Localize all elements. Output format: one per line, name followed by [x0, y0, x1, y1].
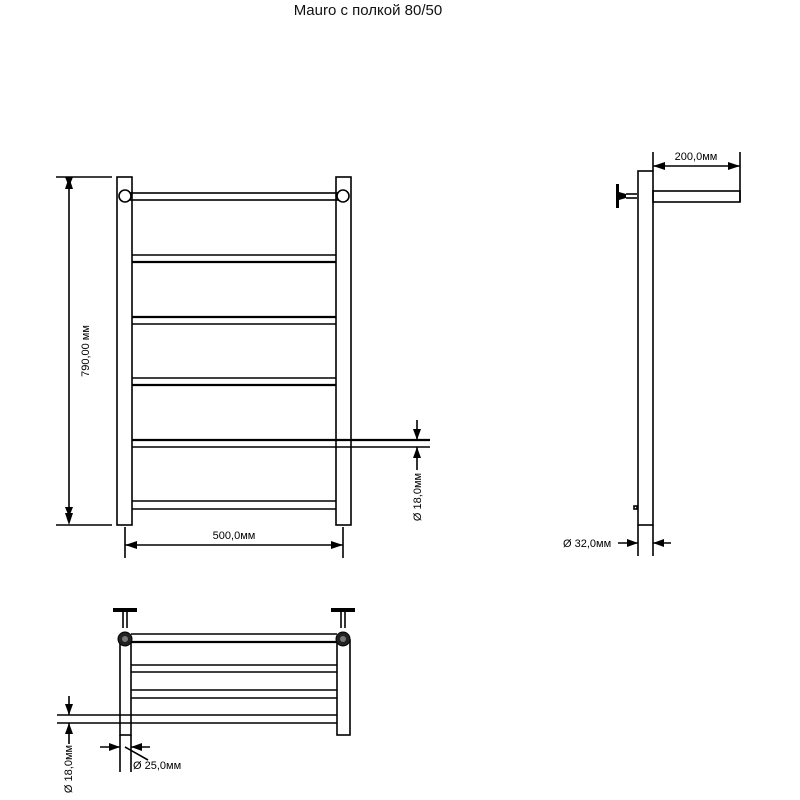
left-mount-circle	[118, 189, 132, 203]
drawing-title: Mauro с полкой 80/50	[294, 2, 442, 19]
top-rung-diameter-dimension: Ø 18,0мм	[63, 696, 75, 793]
side-post	[637, 170, 654, 526]
side-shelf	[652, 190, 741, 203]
shelf-depth-dimension: 200,0мм	[652, 151, 741, 202]
width-dimension: 500,0мм	[124, 527, 344, 558]
side-view: 200,0мм Ø 32,0мм	[563, 151, 741, 556]
rungs	[132, 254, 430, 510]
top-rail	[124, 192, 344, 201]
top-post-diameter-dimension: Ø 25,0мм	[100, 743, 181, 772]
height-dimension: 790,00 мм	[56, 176, 112, 526]
post-diameter-dimension: Ø 32,0мм	[563, 538, 671, 550]
shelf-depth-label: 200,0мм	[675, 151, 718, 163]
rung-diameter-label: Ø 18,0мм	[412, 473, 424, 521]
top-rung-diameter-label: Ø 18,0мм	[63, 745, 75, 793]
left-post	[116, 176, 133, 526]
top-post-diameter-label: Ø 25,0мм	[133, 760, 181, 772]
front-view: 790,00 мм 500,0мм Ø 18,0мм	[56, 176, 430, 558]
rung-diameter-dimension: Ø 18,0мм	[412, 420, 424, 521]
post-diameter-label: Ø 32,0мм	[563, 538, 611, 550]
left-bracket-icon	[113, 608, 137, 647]
top-view: Ø 25,0мм Ø 18,0мм	[57, 608, 355, 793]
wall-bracket-icon	[616, 184, 637, 208]
right-post	[335, 176, 352, 526]
right-mount-circle	[336, 189, 350, 203]
right-bracket-icon	[331, 608, 355, 647]
drain-plug	[633, 505, 638, 510]
width-label: 500,0мм	[213, 530, 256, 542]
height-label: 790,00 мм	[80, 325, 92, 377]
